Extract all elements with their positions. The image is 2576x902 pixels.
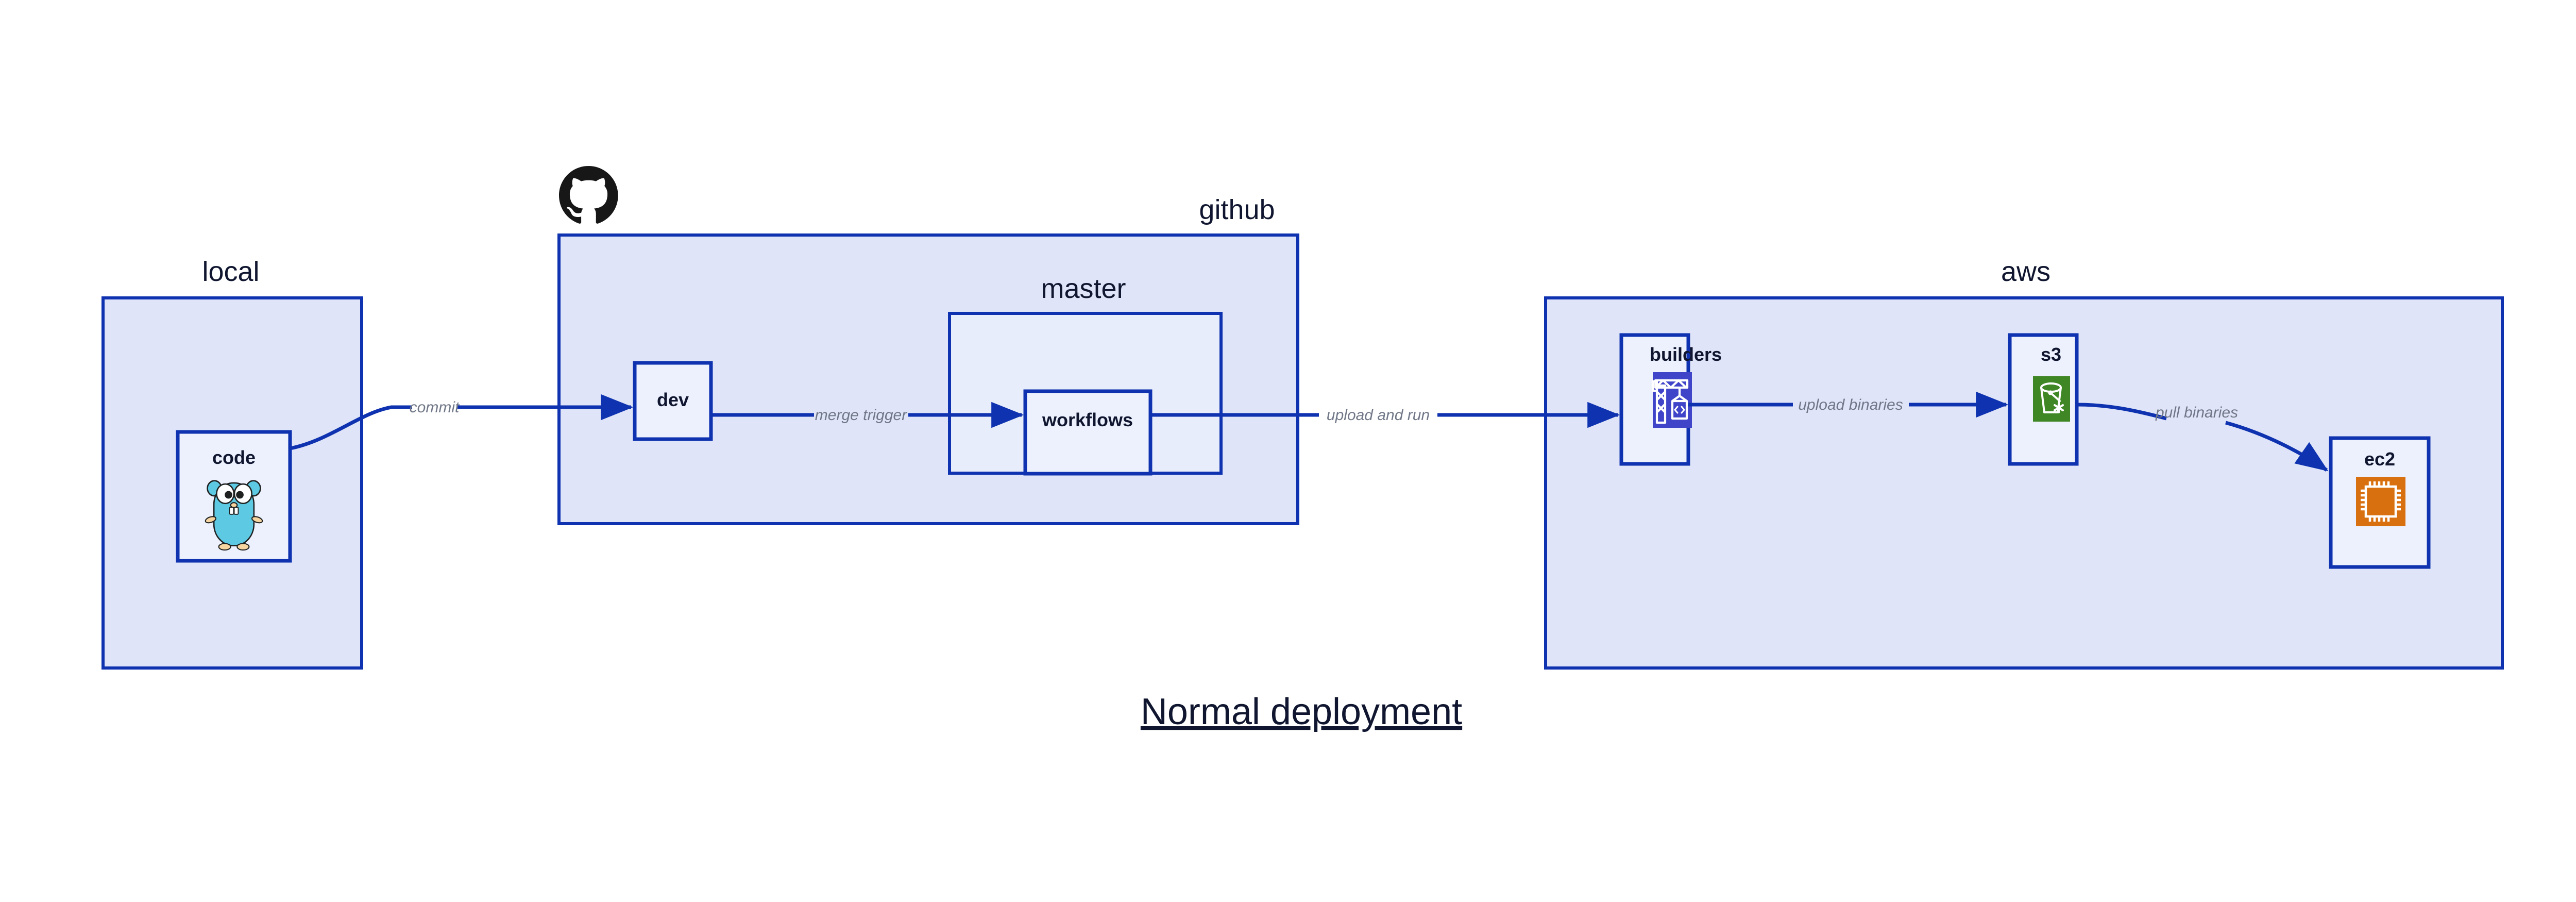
aws-codebuild-crane-icon xyxy=(1651,372,1692,428)
edge-commit-label: commit xyxy=(410,399,460,416)
node-code-label: code xyxy=(212,447,256,468)
aws-ec2-chip-icon xyxy=(2356,477,2405,526)
edge-upload-binaries: upload binaries xyxy=(1688,391,2009,418)
github-octocat-icon xyxy=(559,166,618,224)
edge-commit: commit xyxy=(290,394,634,450)
edge-upload-and-run-label: upload and run xyxy=(1327,407,1430,424)
sub-container-master-label: master xyxy=(1041,273,1126,304)
node-s3-label: s3 xyxy=(2041,344,2061,365)
aws-s3-bucket-icon xyxy=(2033,376,2070,422)
container-github-label: github xyxy=(1199,194,1275,225)
node-workflows-label: workflows xyxy=(1042,409,1133,430)
go-gopher-icon xyxy=(205,480,263,551)
container-local-label: local xyxy=(202,256,259,287)
edge-upload-binaries-label: upload binaries xyxy=(1798,396,1903,413)
node-workflows[interactable]: workflows xyxy=(1023,389,1153,476)
diagram-title-text: Normal deployment xyxy=(1141,691,1462,732)
edge-merge-trigger: merge trigger xyxy=(711,402,1024,428)
node-dev-rect[interactable] xyxy=(633,361,713,441)
diagram-title: Normal deployment xyxy=(1141,691,1462,732)
node-builders-label: builders xyxy=(1650,344,1722,365)
edge-pull-binaries-label: pull binaries xyxy=(2155,404,2238,421)
edge-merge-trigger-label: merge trigger xyxy=(815,407,907,424)
node-ec2[interactable]: ec2 xyxy=(2329,436,2431,569)
node-workflows-rect[interactable] xyxy=(1023,389,1153,476)
edge-upload-and-run: upload and run xyxy=(1150,402,1620,428)
node-dev[interactable]: dev xyxy=(633,361,713,441)
node-dev-label: dev xyxy=(657,389,689,410)
container-aws-label: aws xyxy=(2001,256,2050,287)
node-s3[interactable]: s3 xyxy=(2008,333,2079,466)
node-builders[interactable]: builders xyxy=(1619,333,1722,466)
edge-pull-binaries: pull binaries xyxy=(2076,403,2329,472)
node-ec2-label: ec2 xyxy=(2364,448,2395,470)
node-code[interactable]: code xyxy=(176,430,292,563)
